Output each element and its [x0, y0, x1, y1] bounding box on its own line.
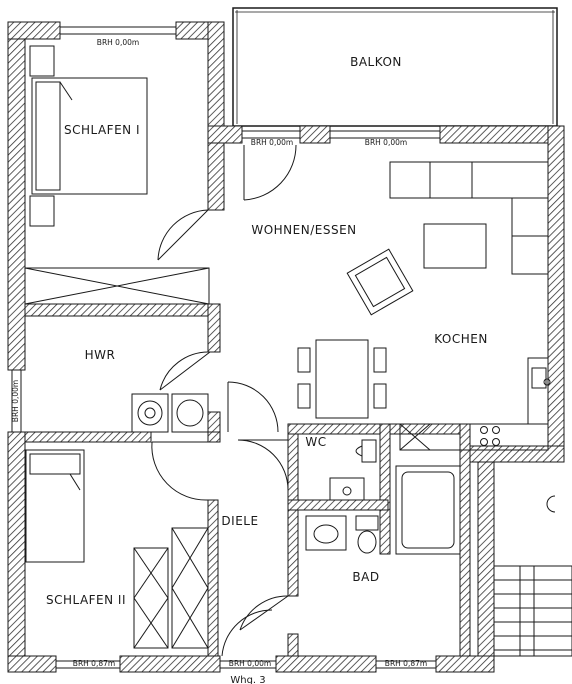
- sink-wc: [329, 477, 365, 501]
- brh-diele-bottom: BRH 0,00m: [229, 659, 271, 668]
- label-hwr: HWR: [85, 348, 116, 362]
- sofa: [389, 161, 549, 275]
- brh-schlafen-2-bottom: BRH 0,87m: [73, 659, 115, 668]
- windows: [11, 26, 440, 669]
- label-wc: WC: [305, 435, 326, 449]
- label-wohnen-essen: WOHNEN/ESSEN: [251, 223, 356, 237]
- toilet-bad: [355, 515, 379, 554]
- interior-walls: [24, 303, 471, 657]
- washing-machine: [131, 393, 209, 433]
- brh-bad-bottom: BRH 0,87m: [385, 659, 427, 668]
- door-swings: [151, 144, 297, 657]
- label-balkon: BALKON: [350, 55, 402, 69]
- label-kochen: KOCHEN: [434, 332, 488, 346]
- brh-wohnen-right: BRH 0,00m: [365, 138, 407, 147]
- label-bad: BAD: [352, 570, 379, 584]
- bathtub: [395, 465, 461, 555]
- brh-wohnen-left: BRH 0,00m: [251, 138, 293, 147]
- bed-schlafen-2: [25, 449, 85, 563]
- closet-schlafen-1: [24, 267, 210, 305]
- staircase: [493, 495, 572, 657]
- exterior-walls: [7, 21, 565, 673]
- label-diele: DIELE: [221, 514, 258, 528]
- toilet-wc: [355, 439, 377, 463]
- dining-table: [297, 339, 387, 419]
- brh-schlafen-1-top: BRH 0,00m: [97, 38, 139, 47]
- unit-label: Whg. 3: [230, 675, 265, 684]
- label-schlafen-2: SCHLAFEN II: [46, 593, 126, 607]
- coffee-table: [423, 223, 487, 269]
- bed-schlafen-1: [29, 45, 148, 227]
- brh-hwr-side: BRH 0,00m: [11, 380, 20, 422]
- label-schlafen-1: SCHLAFEN I: [64, 123, 140, 137]
- kitchen-counter: [399, 357, 551, 451]
- closet-schlafen-2: [133, 527, 209, 649]
- armchair: [346, 248, 414, 316]
- sink-bad: [305, 515, 347, 551]
- balcony: [232, 7, 558, 127]
